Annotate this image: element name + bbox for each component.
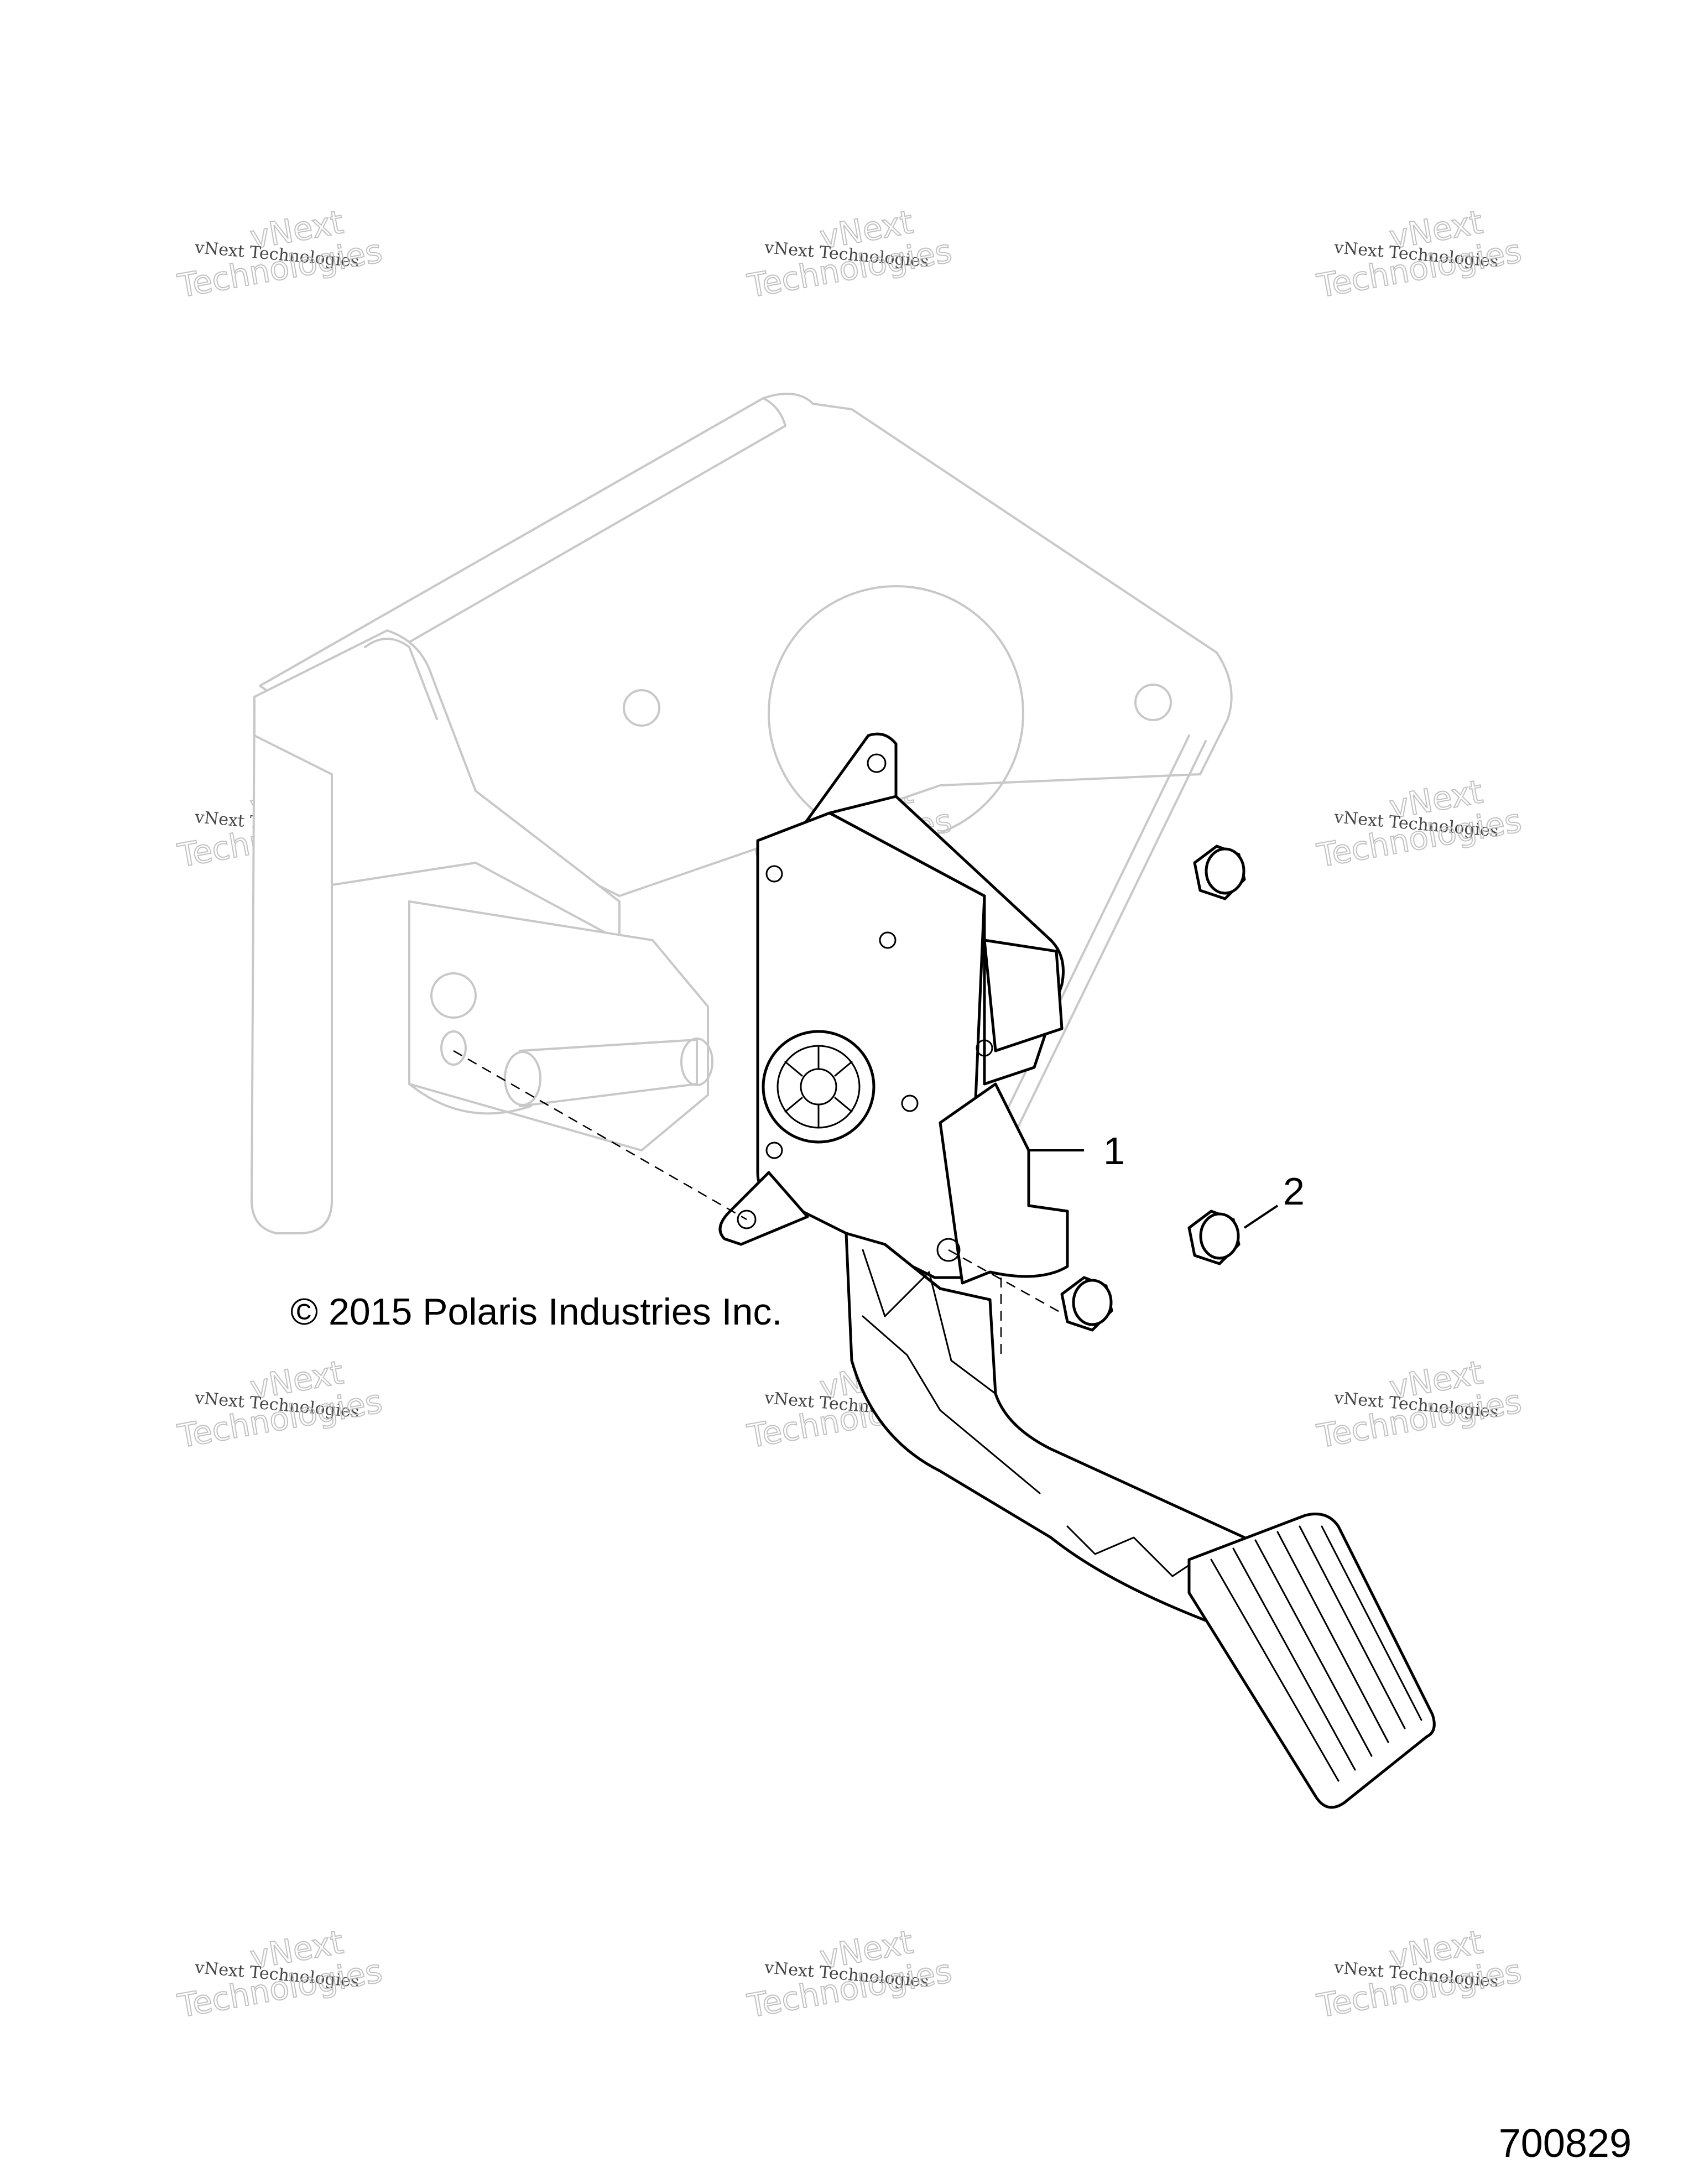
callout-1-label: 1 <box>1103 1129 1125 1172</box>
pedal-assembly <box>453 732 1436 1809</box>
callout-2-label: 2 <box>1283 1170 1305 1213</box>
flange-nut <box>1187 1210 1241 1265</box>
figure-number: 700829 <box>1499 2122 1632 2166</box>
copyright-text: © 2015 Polaris Industries Inc. <box>290 1291 782 1333</box>
flange-nut <box>1060 1276 1113 1332</box>
callout-2-leader <box>1243 1205 1279 1229</box>
flange-nut <box>1193 845 1246 900</box>
mounting-bracket-ghost <box>251 393 1233 1234</box>
